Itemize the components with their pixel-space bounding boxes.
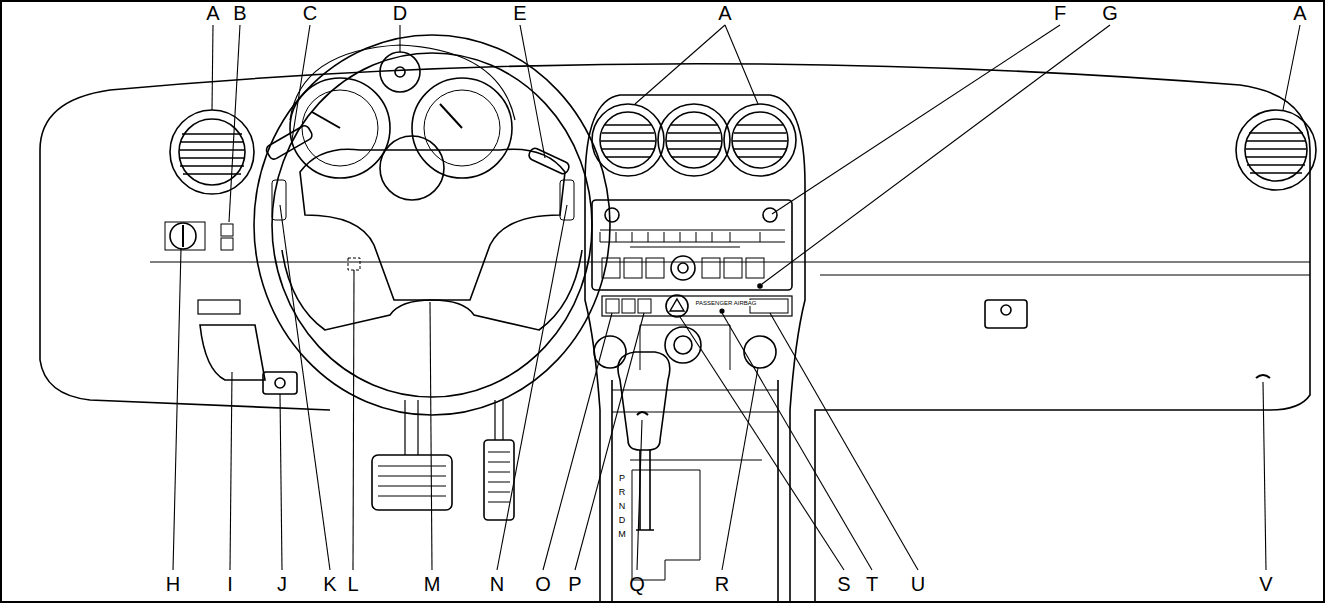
callout-letter: L <box>347 574 358 594</box>
callout-letter: I <box>227 574 233 594</box>
callout-letter: R <box>715 574 729 594</box>
glovebox-handle <box>985 300 1027 328</box>
callout-letter: F <box>1054 3 1066 23</box>
air-vent <box>170 110 254 194</box>
callout-letter: D <box>393 3 407 23</box>
climate-panel <box>640 325 730 370</box>
audio-controls <box>272 180 286 220</box>
speedometer <box>412 78 512 178</box>
gear-letter: D <box>619 516 626 525</box>
dash-lower <box>40 360 330 410</box>
shifter-mark <box>637 412 648 415</box>
callout-letter: N <box>490 574 504 594</box>
dash-seam <box>150 262 1310 263</box>
callout-letter: C <box>303 3 317 23</box>
tachometer <box>290 78 390 178</box>
radio-knob <box>605 208 619 222</box>
wiper-lever <box>527 147 570 176</box>
air-vent <box>658 104 730 176</box>
gear-letter: M <box>618 530 626 539</box>
glovebox-mark <box>1256 375 1270 378</box>
hazard-button <box>666 295 688 317</box>
brake-pedal <box>372 455 452 510</box>
horn-pad <box>380 136 444 200</box>
horn-location <box>348 258 360 270</box>
callout-letter: B <box>233 3 246 23</box>
headlamp-switch <box>170 223 196 249</box>
callout-letter: J <box>277 574 287 594</box>
radio <box>592 200 792 290</box>
radio-knob <box>763 208 777 222</box>
callout-letter: T <box>866 574 878 594</box>
air-vent <box>1236 110 1316 190</box>
hood-release <box>263 372 297 394</box>
climate-knob <box>665 327 701 363</box>
callout-letter: A <box>206 3 219 23</box>
fuse-cover <box>200 325 265 380</box>
callout-letter: A <box>1293 3 1306 23</box>
air-vent <box>592 104 664 176</box>
gear-gate <box>632 470 700 580</box>
gear-letter: N <box>619 502 626 511</box>
sensor-dot <box>758 284 762 288</box>
steering-wheel <box>254 35 610 415</box>
glovebox-seam <box>820 275 1310 276</box>
airbag-indicator-text: PASSENGER AIRBAG <box>695 300 758 306</box>
steering-hub <box>300 149 565 300</box>
callout-letter: H <box>166 574 180 594</box>
callout-letter: O <box>535 574 551 594</box>
steering-spokes <box>282 250 582 330</box>
air-vent <box>724 104 796 176</box>
callout-letter: Q <box>629 574 645 594</box>
leader-lines <box>173 25 1300 570</box>
radio-display <box>630 247 740 248</box>
climate-knob <box>744 336 776 368</box>
storage-slot <box>198 300 240 314</box>
hazard-symbol <box>670 299 684 311</box>
gear-letter: R <box>619 488 626 497</box>
gear-letter: P <box>619 474 625 483</box>
steering-wheel <box>272 53 592 397</box>
callout-letter: E <box>513 3 526 23</box>
callout-letter: K <box>323 574 336 594</box>
callout-letter: M <box>424 574 441 594</box>
switch-bank <box>602 296 792 316</box>
accelerator-pedal <box>484 440 514 520</box>
fuel-gauge <box>380 52 420 92</box>
callout-letter: V <box>1259 574 1272 594</box>
callout-letter: U <box>911 574 925 594</box>
radio-knob <box>671 256 695 280</box>
radio-buttons <box>600 230 785 242</box>
callout-letter: P <box>568 574 581 594</box>
dash-outline <box>40 64 1310 603</box>
gear-lever <box>618 352 670 450</box>
cruise-controls <box>560 180 574 220</box>
callout-letter: G <box>1102 3 1118 23</box>
callout-letter: S <box>837 574 850 594</box>
pedal-arm <box>405 400 503 455</box>
console <box>600 380 790 603</box>
callout-letter: A <box>718 3 731 23</box>
light-switch-panel <box>165 222 205 250</box>
